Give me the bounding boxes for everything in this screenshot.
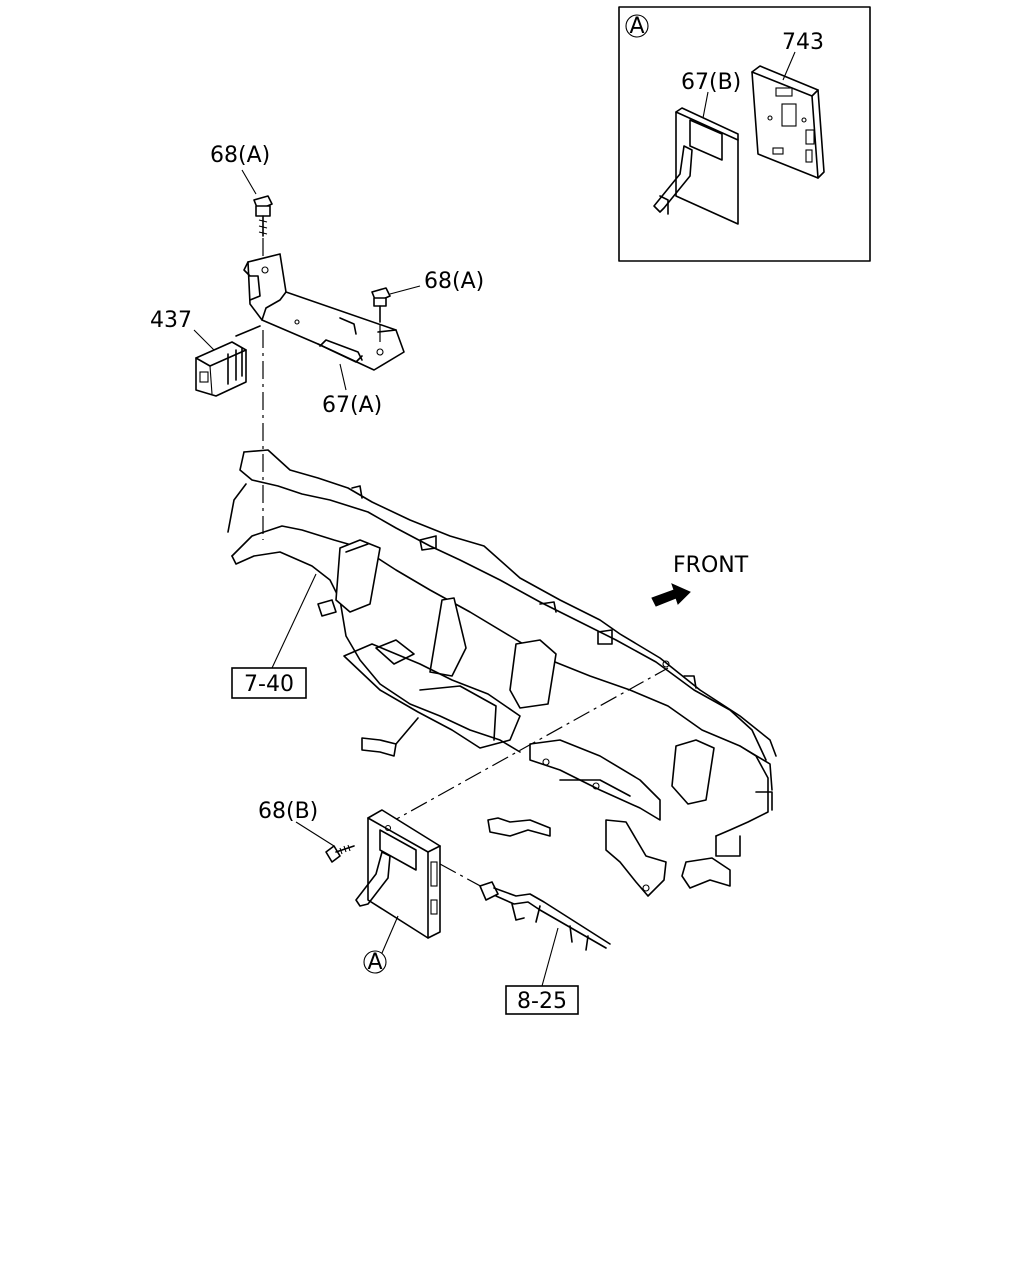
callout-a-circle <box>363 950 387 974</box>
front-label: FRONT <box>673 553 749 578</box>
label-743: 743 <box>782 30 824 55</box>
label-68a-right: 68(A) <box>424 269 484 294</box>
bracket-67b-detail <box>653 107 739 225</box>
bracket-assembly-67a: 68(A) 68(A) 67(A) <box>210 143 484 418</box>
ref-7-40-label: 7-40 <box>244 672 294 697</box>
bolt-68a-right <box>371 287 391 323</box>
bolt-68a-top <box>253 195 273 237</box>
detail-a-marker: A <box>629 14 644 39</box>
ref-8-25: 8-25 <box>505 927 579 1015</box>
screw-68b <box>325 844 355 863</box>
detail-a-circle <box>625 14 649 38</box>
callout-a-label: A <box>367 950 382 975</box>
label-67b-detail: 67(B) <box>681 70 741 95</box>
control-unit-assembly: 68(B) A <box>258 799 611 975</box>
detail-a-inset: A 743 67(B) <box>618 6 871 262</box>
ref-7-40: 7-40 <box>231 573 317 699</box>
crossmember-7-40 <box>227 449 777 897</box>
ref-8-25-label: 8-25 <box>517 989 567 1014</box>
label-67a: 67(A) <box>322 393 382 418</box>
label-68b: 68(B) <box>258 799 318 824</box>
front-indicator: FRONT <box>651 553 749 607</box>
control-unit-743 <box>751 65 825 179</box>
label-68a-top: 68(A) <box>210 143 270 168</box>
front-arrow-icon <box>651 583 691 607</box>
sensor-437: 437 <box>150 308 261 397</box>
label-437: 437 <box>150 308 192 333</box>
